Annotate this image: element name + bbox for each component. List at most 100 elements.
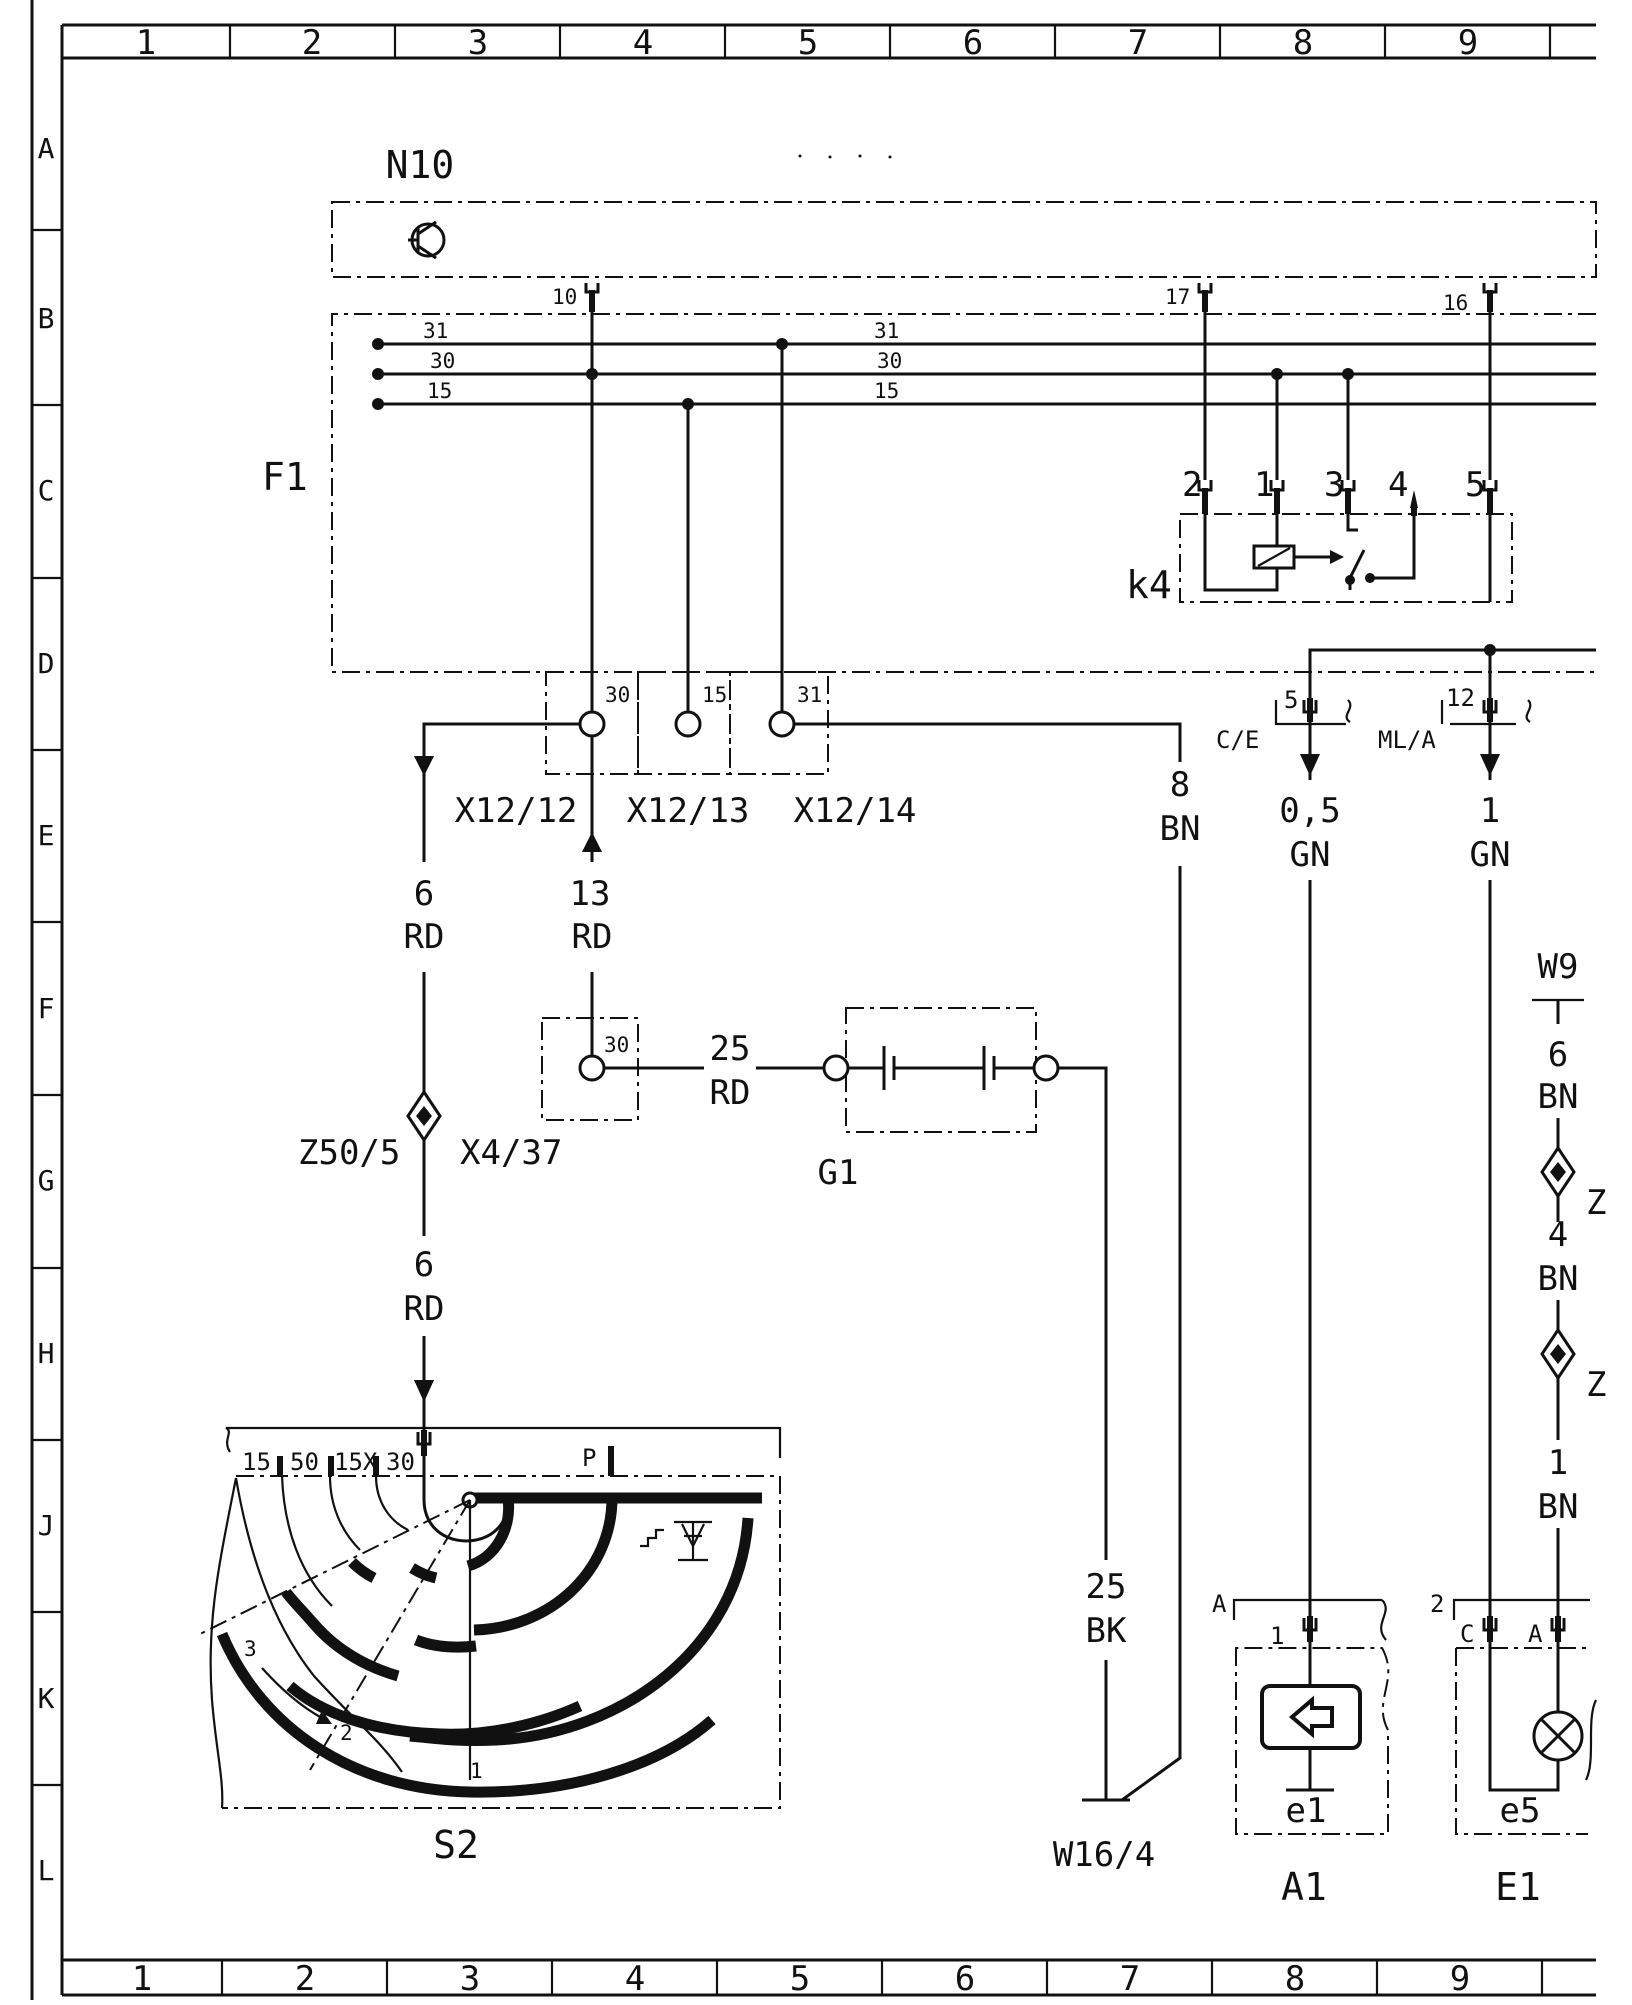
f1-label: F1	[262, 455, 308, 499]
col-label: 5	[798, 23, 818, 63]
row-label: H	[38, 1337, 55, 1370]
wire-color: GN	[1470, 835, 1511, 875]
x12-terminals: 30 15 31 X12/12 X12/13 X12/14	[455, 671, 917, 831]
n10-label: N10	[386, 143, 455, 187]
x12-13-label: X12/13	[627, 791, 750, 831]
wire-size: 25	[1086, 1567, 1127, 1607]
row-label: B	[38, 302, 55, 335]
wire-color: RD	[572, 917, 613, 957]
w16-label: W16/4	[1053, 1835, 1155, 1875]
x12-drops	[590, 312, 784, 712]
s2-ignition-switch: 15 50 15X 30 P 1 2 3	[199, 1426, 782, 1867]
w9-branch: W9 6 BN Z 4 BN Z 1 BN	[1532, 947, 1606, 1618]
a1-pin-a: A	[1212, 1590, 1227, 1618]
a1-label: A1	[1281, 1865, 1327, 1909]
bus-label-30: 30	[877, 349, 902, 373]
e1-lamp-unit: 2 C A e5 E1	[1430, 1590, 1598, 1909]
wire-color: GN	[1290, 835, 1331, 875]
e1-lamp-label: e5	[1500, 1791, 1541, 1831]
row-label: L	[38, 1854, 55, 1887]
row-labels: A B C D E F G H J K L	[38, 132, 55, 1887]
wire-size: 6	[414, 1245, 434, 1285]
ce-pin: 5	[1284, 686, 1298, 714]
bus-label-15: 15	[427, 379, 452, 403]
e1-pin-c: C	[1460, 1620, 1474, 1648]
k4-pin: 5	[1465, 465, 1485, 505]
wire-size: 25	[710, 1029, 751, 1069]
row-label: F	[38, 992, 55, 1025]
pin-label: 16	[1443, 291, 1468, 315]
col-label: 2	[295, 1959, 315, 1999]
relay-coil-icon	[1203, 514, 1492, 602]
bus-label-15: 15	[874, 379, 899, 403]
a1-lamp-label: e1	[1286, 1791, 1327, 1831]
pin-label: 10	[552, 285, 577, 309]
x12-pin-15: 15	[702, 683, 727, 707]
col-label: 2	[302, 23, 322, 63]
e1-pin-a: A	[1528, 1620, 1543, 1648]
s2-pin: 15	[242, 1448, 271, 1476]
bus-label-31: 31	[874, 319, 899, 343]
wire-size: 0,5	[1279, 791, 1340, 831]
wire-color: BN	[1538, 1077, 1579, 1117]
wire-size: 6	[1548, 1035, 1568, 1075]
wire-x12-to-ground: 8 BN 25 BK W16/4	[794, 722, 1200, 1875]
s2-position: 3	[244, 1637, 257, 1661]
ce-label: C/E	[1216, 726, 1259, 754]
col-label: 9	[1450, 1959, 1470, 1999]
s2-pin: P	[582, 1444, 596, 1472]
wire-size: 6	[414, 874, 434, 914]
splice-icon	[1540, 1145, 1576, 1199]
s2-pin: 50	[290, 1448, 319, 1476]
col-label: 1	[132, 1959, 152, 1999]
s2-label: S2	[433, 1823, 479, 1867]
n10-pins: 10 17 16	[552, 283, 1498, 315]
col-label: 6	[955, 1959, 975, 1999]
park-lock-icon	[640, 1520, 712, 1562]
x12-pin-31: 31	[797, 683, 822, 707]
k4-pin: 4	[1388, 465, 1408, 505]
w9-label: W9	[1538, 947, 1579, 987]
wire-size: 1	[1480, 791, 1500, 831]
col-label: 5	[790, 1959, 810, 1999]
col-label: 6	[963, 23, 983, 63]
k4-pin: 3	[1324, 465, 1344, 505]
splice-icon	[1540, 1327, 1576, 1381]
bus-lines: 31 30 15 31 30 15	[372, 319, 1596, 410]
column-labels-top: 1 2 3 4 5 6 7 8 9	[136, 23, 1478, 63]
col-label: 1	[136, 23, 156, 63]
col-label: 8	[1285, 1959, 1305, 1999]
e1-label: E1	[1495, 1865, 1541, 1909]
s2-pin: 15X	[334, 1448, 378, 1476]
x12-pin-30: 30	[605, 683, 630, 707]
lamp-icon	[1532, 1710, 1584, 1762]
col-label: 3	[468, 23, 488, 63]
z-label: Z	[1586, 1365, 1606, 1405]
g1-label: G1	[818, 1153, 859, 1193]
s2-pin: 30	[386, 1448, 415, 1476]
bus-label-31: 31	[423, 319, 448, 343]
k4-label: k4	[1126, 563, 1172, 607]
col-label: 3	[460, 1959, 480, 1999]
wire-size: 8	[1170, 765, 1190, 805]
bus-label-30: 30	[430, 349, 455, 373]
a1-pin-1: 1	[1270, 1622, 1284, 1650]
g-pin-30: 30	[604, 1033, 629, 1057]
mla-pin: 12	[1446, 684, 1475, 712]
row-label: D	[38, 647, 55, 680]
x4-label: X4/37	[460, 1133, 562, 1173]
wire-x12-to-s2: 6 RD Z50/5 X4/37 6 RD	[298, 722, 580, 1432]
s2-position: 2	[340, 1721, 353, 1745]
x12-14-label: X12/14	[794, 791, 917, 831]
row-label: C	[38, 474, 55, 507]
a1-instrument: A 1 e1 A1	[1212, 1590, 1390, 1909]
row-label: K	[38, 1682, 55, 1715]
s2-position: 1	[470, 1759, 483, 1783]
f1-fuse-box: F1	[262, 313, 1596, 673]
e1-pin-2: 2	[1430, 1590, 1444, 1618]
row-label: G	[38, 1164, 55, 1197]
wire-color: RD	[710, 1073, 751, 1113]
wire-color: BN	[1538, 1259, 1579, 1299]
